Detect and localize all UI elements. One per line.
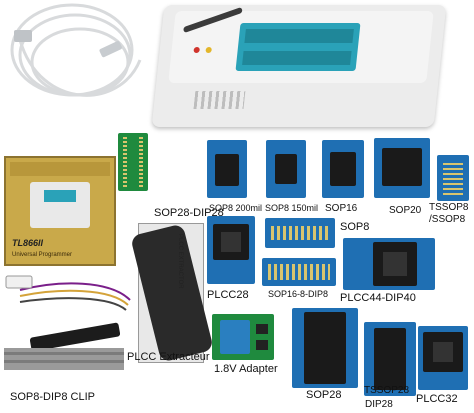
label-plcc44-dip40: PLCC44-DIP40	[340, 292, 416, 304]
label-sop28: SOP28	[306, 389, 342, 401]
sop16-8-dip8-adapter	[262, 258, 336, 286]
plcc28-adapter	[207, 216, 255, 284]
plcc44-dip40-adapter	[343, 238, 435, 290]
adapter-1-8v-board	[212, 314, 274, 360]
sop28-dip28-adapter	[118, 133, 148, 191]
label-1-8v-adapter: 1.8V Adapter	[214, 363, 278, 375]
label-plcc28: PLCC28	[207, 289, 249, 301]
plcc-extractor-text: PLCC EXTRACTOR	[177, 234, 183, 289]
sop28-adapter	[292, 308, 358, 388]
label-tssop28-line1: TSSOP28	[364, 385, 410, 396]
sop8-adapter	[265, 218, 335, 248]
label-sop16: SOP16	[325, 203, 358, 214]
product-box: TL866II Universal Programmer	[4, 156, 116, 266]
label-tssop28-line2: DIP28	[365, 399, 393, 410]
box-subtitle-text: Universal Programmer	[12, 252, 73, 258]
box-model-text: TL866II	[12, 238, 44, 248]
label-tssop8-line1: TSSOP8	[429, 202, 469, 213]
sop20-adapter	[374, 138, 430, 198]
label-sop28-dip28: SOP28-DIP28	[154, 207, 224, 219]
label-sop20: SOP20	[389, 205, 422, 216]
tssop8-adapter	[437, 155, 469, 201]
plcc-extractor-tool: PLCC EXTRACTOR	[130, 223, 214, 363]
label-plcc-extracteur: PLCC Extracteur	[127, 351, 210, 363]
box-product-image	[30, 182, 90, 228]
sop16-adapter	[322, 140, 364, 198]
label-sop8-200mil: SOP8 200mil	[209, 203, 263, 213]
label-sop8: SOP8	[340, 221, 370, 233]
label-sop8-dip8-clip: SOP8-DIP8 CLIP	[10, 391, 95, 403]
tssop28-adapter	[364, 322, 416, 396]
sop8-150mil-adapter	[266, 140, 306, 198]
label-plcc32: PLCC32	[416, 393, 458, 405]
sop8-200mil-adapter	[207, 140, 247, 198]
label-sop16-8-dip8: SOP16-8-DIP8	[268, 289, 329, 299]
label-sop8-150mil: SOP8 150mil	[265, 203, 319, 213]
label-tssop8-line2: /SSOP8	[429, 214, 466, 225]
plcc32-adapter	[418, 326, 468, 390]
